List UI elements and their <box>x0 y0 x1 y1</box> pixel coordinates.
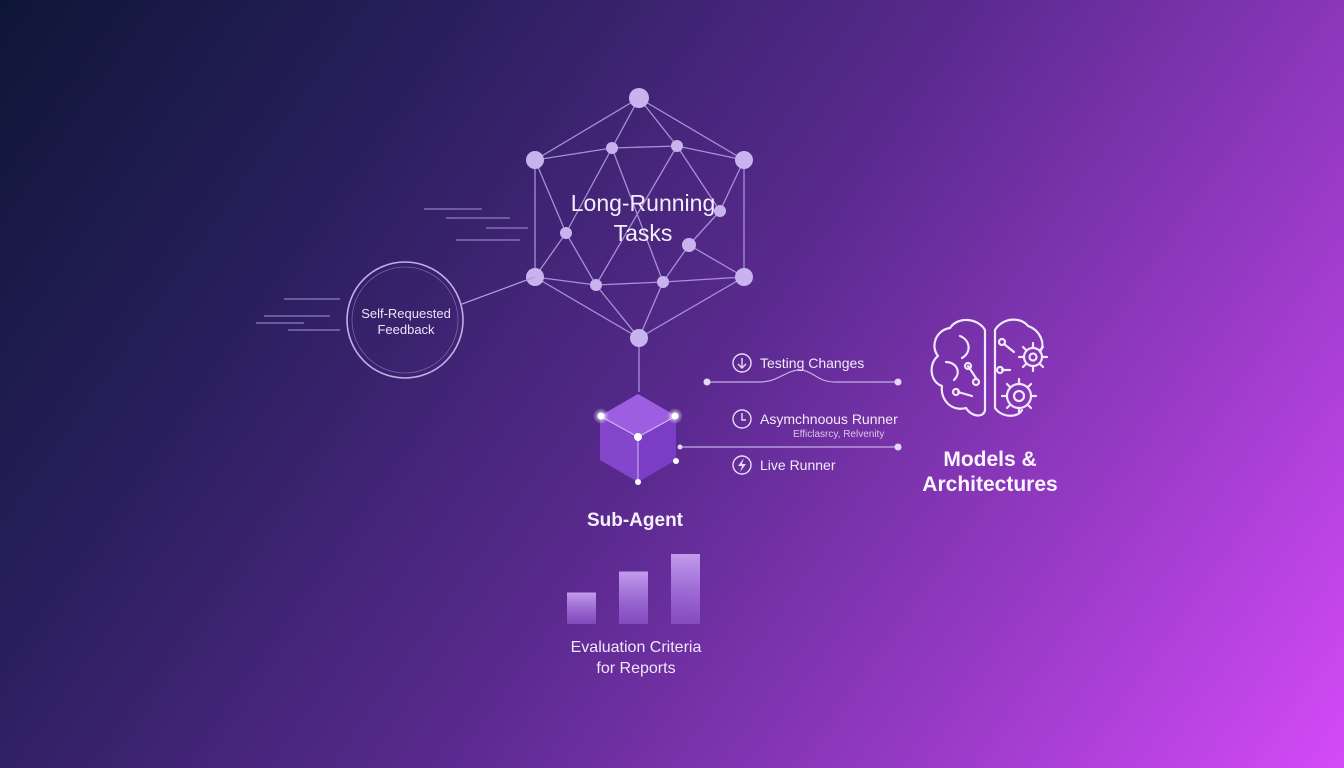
network-node <box>735 151 753 169</box>
connector-dot <box>894 378 902 386</box>
network-nodes <box>526 88 753 347</box>
network-node <box>657 276 669 288</box>
evaluation-bars <box>567 554 700 624</box>
models-architectures-label: Models & Architectures <box>904 447 1076 497</box>
runner-connectors <box>680 369 898 448</box>
network-node <box>682 238 696 252</box>
runner-asynchronous: Asymchnoous Runner <box>760 411 898 427</box>
runner-testing-changes: Testing Changes <box>760 355 865 371</box>
evaluation-criteria-label: Evaluation Criteria for Reports <box>548 637 724 679</box>
connector-dot <box>703 378 711 386</box>
feedback-circle <box>346 261 464 379</box>
models-label-line2: Architectures <box>922 473 1058 496</box>
connector-dot <box>894 443 902 451</box>
evaluation-bar <box>619 571 648 624</box>
network-node <box>526 151 544 169</box>
hub-title-line1: Long-Running <box>570 190 716 216</box>
network-node <box>606 142 618 154</box>
network-node <box>630 329 648 347</box>
hub-speed-lines <box>424 208 528 241</box>
download-circle-icon <box>732 353 752 373</box>
hub-feedback-connector <box>461 276 536 305</box>
evaluation-bar <box>671 554 700 624</box>
models-label-line1: Models & <box>943 448 1037 471</box>
hub-title-line2: Tasks <box>613 220 673 246</box>
network-node <box>590 279 602 291</box>
network-node <box>714 205 726 217</box>
evaluation-label-line2: for Reports <box>596 660 676 677</box>
runner-asynchronous-sublabel: Efficlasrcy, Relvenity <box>793 429 885 440</box>
brain-gears-icon <box>930 318 1049 417</box>
network-node <box>671 140 683 152</box>
feedback-speed-lines <box>256 298 340 331</box>
feedback-circle-inner <box>351 266 459 374</box>
sub-agent-cube <box>593 394 683 485</box>
lightning-bolt-icon <box>732 455 752 475</box>
feedback-label-line2: Feedback <box>377 322 435 337</box>
connector-dot <box>677 444 683 450</box>
network-node <box>629 88 649 108</box>
clock-icon <box>732 409 752 429</box>
evaluation-label-line1: Evaluation Criteria <box>570 639 702 656</box>
feedback-label: Self-Requested Feedback <box>348 306 464 338</box>
evaluation-bar <box>567 592 596 624</box>
network-node <box>735 268 753 286</box>
runner-live: Live Runner <box>760 457 836 473</box>
hub-title: Long-Running Tasks <box>548 188 738 248</box>
network-node <box>560 227 572 239</box>
feedback-label-line1: Self-Requested <box>361 306 451 321</box>
sub-agent-label: Sub-Agent <box>586 510 684 531</box>
